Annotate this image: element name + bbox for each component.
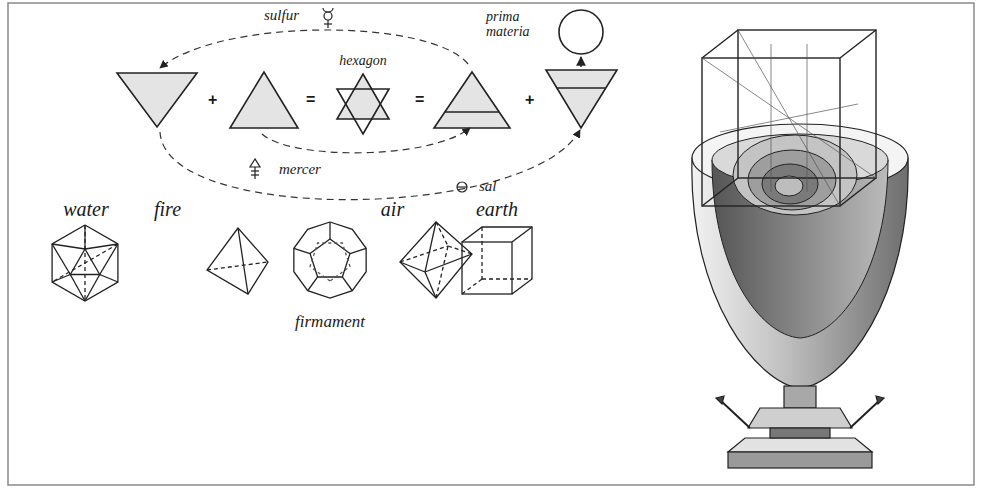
operator-sign: =: [306, 92, 315, 109]
mercury-symbol: [323, 8, 333, 28]
pedestal-arms: [720, 400, 880, 428]
air-triangle: [434, 72, 510, 128]
mercer-arc: [262, 128, 470, 153]
dodecahedron: [294, 222, 366, 298]
earth-bar: [557, 87, 606, 89]
frame: [8, 3, 974, 485]
platonic-solids: [52, 222, 532, 301]
base-plate: [728, 438, 872, 452]
element-triangles: [117, 10, 617, 134]
fire-triangle: [230, 72, 298, 128]
figure-label: prima materia: [486, 10, 546, 39]
base-plate: [728, 452, 872, 468]
labelled-figure: air: [370, 199, 477, 301]
labelled-figure: hexagon: [318, 54, 410, 140]
hexagram: [337, 74, 389, 119]
figure-label: fire: [140, 199, 195, 220]
air-bar: [445, 111, 499, 113]
labelled-figure: water: [40, 199, 134, 306]
nested-sphere: [762, 164, 818, 204]
figure-label: earth: [457, 199, 537, 220]
sulfur-symbol: [250, 159, 260, 179]
pedestal: [748, 408, 852, 428]
arc-label: sal: [479, 179, 497, 195]
prima-materia-circle: [559, 10, 603, 54]
figure-label: water: [40, 199, 132, 220]
base-block: [770, 428, 830, 438]
labelled-figure: fire: [140, 199, 272, 299]
hexagram: [337, 89, 389, 134]
nested-sphere: [775, 176, 803, 196]
arrow: [580, 57, 581, 67]
stem: [784, 386, 816, 408]
earth-triangle: [546, 70, 617, 128]
cycle-arcs: [160, 30, 580, 200]
sal-arc: [160, 130, 580, 200]
figure-label: hexagon: [318, 54, 408, 69]
figure-label: firmament: [284, 313, 376, 331]
kepler-model: [692, 30, 908, 468]
labelled-figure: earth: [457, 199, 539, 299]
operator-sign: +: [525, 92, 534, 109]
sulfur-arc: [160, 30, 468, 68]
arc-label: sulfur: [264, 8, 299, 24]
icosahedron: [52, 225, 118, 301]
octahedron: [400, 222, 472, 298]
operator-sign: =: [415, 92, 424, 109]
cube: [462, 227, 532, 294]
figure-label: air: [370, 199, 415, 220]
labelled-figure: firmament: [284, 218, 378, 340]
outer-sphere: [692, 158, 908, 388]
operator-sign: +: [208, 92, 217, 109]
nested-sphere: [748, 150, 836, 210]
tetrahedron: [207, 228, 268, 294]
alchemy-symbols: [250, 8, 467, 192]
labelled-figure: prima materia: [486, 6, 608, 64]
water-triangle: [117, 73, 197, 127]
arc-label: mercer: [279, 162, 321, 178]
cube-frame: [702, 30, 876, 206]
salt-symbol: [457, 182, 467, 192]
